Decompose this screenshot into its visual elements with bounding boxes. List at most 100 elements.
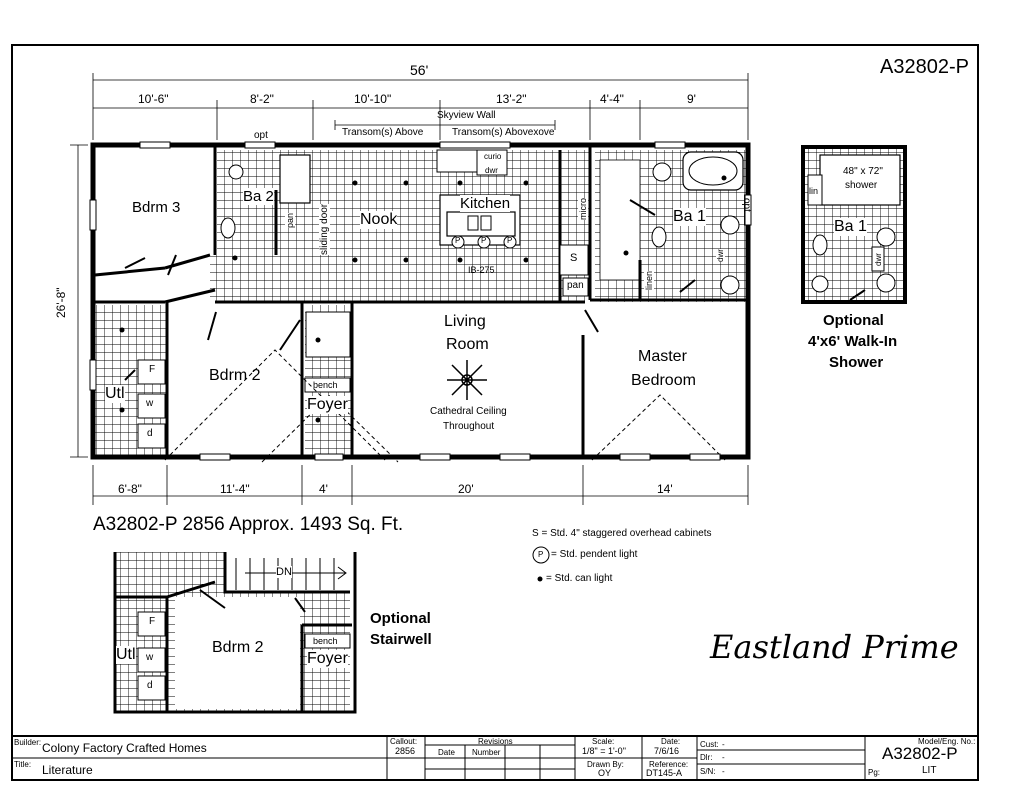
pendant-lights (451, 235, 517, 249)
room-bdrm3: Bdrm 3 (132, 199, 181, 216)
dim-top-1: 10'-6" (138, 92, 169, 106)
room-ba2: Ba 2 (243, 188, 274, 205)
room-ba1: Ba 1 (673, 208, 706, 226)
transom-note-2: Transom(s) Abovexove (452, 127, 555, 138)
tb-callout-label: Callout: (390, 737, 418, 746)
tb-ref: DT145-A (646, 768, 683, 778)
micro-label: micro (578, 198, 588, 220)
tb-builder: Colony Factory Crafted Homes (42, 741, 207, 755)
shower-label: shower (845, 180, 878, 191)
cabinet-s-label: S (570, 252, 578, 264)
room-master-2: Bedroom (631, 372, 696, 389)
tb-model: A32802-P (882, 744, 958, 763)
skyview-wall-note: Skyview Wall (437, 110, 496, 121)
bench-label: bench (313, 380, 338, 390)
ceiling-fan-icon (447, 360, 487, 400)
pendant-p-3: P (507, 236, 513, 245)
sliding-door-label: sliding door (319, 203, 330, 255)
room-bdrm2: Bdrm 2 (209, 367, 261, 384)
pendant-light-icon (532, 546, 550, 564)
transom-note-1: Transom(s) Above (342, 127, 424, 138)
title-block-grid (11, 735, 979, 781)
stair-d-label: d (147, 680, 153, 691)
tb-builder-label: Builder: (14, 738, 42, 747)
tb-title-label: Title: (14, 760, 32, 769)
dwr-kitchen-label: dwr (485, 166, 498, 175)
opt-ba1-label: Ba 1 (834, 218, 867, 236)
overall-depth-dim: 26'-8" (54, 287, 68, 318)
dim-top-3: 10'-10" (354, 92, 392, 106)
tb-cust: - (722, 740, 725, 749)
room-foyer: Foyer (307, 396, 348, 414)
tb-pg: LIT (922, 765, 937, 776)
dim-top-6: 9' (687, 92, 696, 106)
opt-dwr-label: dwr (874, 253, 883, 266)
tb-model-label: Model/Eng. No.: (918, 737, 976, 746)
opt-shower-caption-2: 4'x6' Walk-In (808, 333, 898, 350)
dim-bottom-1: 6'-8" (118, 482, 142, 496)
room-utl: Utl (105, 385, 125, 403)
cathedral-note-1: Cathedral Ceiling (430, 406, 507, 417)
opt-note-1: opt (254, 130, 268, 141)
tb-callout: 2856 (395, 746, 416, 756)
freezer-label: F (149, 364, 156, 375)
shower-size-label: 48" x 72" (843, 166, 883, 177)
tb-pg-label: Pg: (868, 768, 881, 777)
tb-sn-label: S/N: (700, 767, 716, 776)
dryer-label: d (147, 428, 153, 439)
stair-bdrm2-label: Bdrm 2 (212, 639, 264, 656)
pendant-p-2: P (481, 236, 487, 245)
tb-date-label: Date (438, 748, 455, 757)
washer-label: w (146, 398, 154, 409)
lin-label: lin (809, 186, 819, 196)
legend-pendant: = Std. pendent light (551, 549, 638, 560)
room-living-1: Living (444, 313, 486, 330)
pantry-kitchen: pan (567, 280, 584, 291)
main-floor-plan (89, 141, 752, 463)
tub-ba1 (682, 151, 744, 191)
tb-scale-label: Scale: (592, 737, 615, 746)
dim-bottom-5: 14' (657, 482, 673, 496)
stair-foyer-label: Foyer (307, 650, 348, 668)
legend-cabinets: S = Std. 4" staggered overhead cabinets (532, 528, 712, 539)
tb-revisions-label: Revisions (478, 737, 513, 746)
room-living-2: Room (446, 336, 489, 353)
plan-subtitle: A32802-P 2856 Approx. 1493 Sq. Ft. (93, 514, 404, 535)
stair-caption-2: Stairwell (370, 631, 432, 648)
model-number-top: A32802-P (880, 56, 969, 78)
curio-label: curio (484, 152, 502, 161)
tb-title: Literature (42, 763, 93, 777)
linen-label: linen (644, 270, 654, 290)
opt-shower-caption-3: Shower (829, 354, 884, 371)
dim-bottom-2: 11'-4" (220, 482, 250, 496)
pendant-p-1: P (455, 236, 461, 245)
can-light-icon (537, 576, 543, 582)
plan-name: Eastland Prime (710, 628, 959, 666)
stair-bench-label: bench (313, 636, 338, 646)
stair-dn-label: DN (276, 566, 292, 578)
dim-top-5: 4'-4" (600, 92, 624, 106)
tb-ref-label: Reference: (649, 760, 689, 769)
tub-ba2 (279, 154, 311, 204)
tb-sn: - (722, 767, 725, 776)
dimension-lines (70, 73, 749, 505)
tb-drawnby-label: Drawn By: (587, 760, 624, 769)
dim-top-4: 13'-2" (496, 92, 527, 106)
tb-cust-label: Cust: (700, 740, 719, 749)
stair-caption-1: Optional (370, 610, 431, 627)
room-master-1: Master (638, 348, 687, 365)
stair-w-label: w (146, 652, 154, 663)
dim-bottom-3: 4' (319, 482, 328, 496)
island-ib-label: IB-275 (468, 265, 495, 275)
dwr-ba1-label: dwr (716, 249, 725, 262)
tb-scale: 1/8" = 1'-0" (582, 746, 626, 756)
tile-hall (210, 255, 320, 302)
room-nook: Nook (360, 211, 398, 229)
pantry-ba2: pan (285, 212, 295, 228)
tb-number-label: Number (472, 748, 501, 757)
dim-top-2: 8'-2" (250, 92, 274, 106)
tb-date2: 7/6/16 (654, 746, 680, 756)
tb-drawnby: OY (598, 768, 612, 778)
stair-f-label: F (149, 616, 156, 627)
